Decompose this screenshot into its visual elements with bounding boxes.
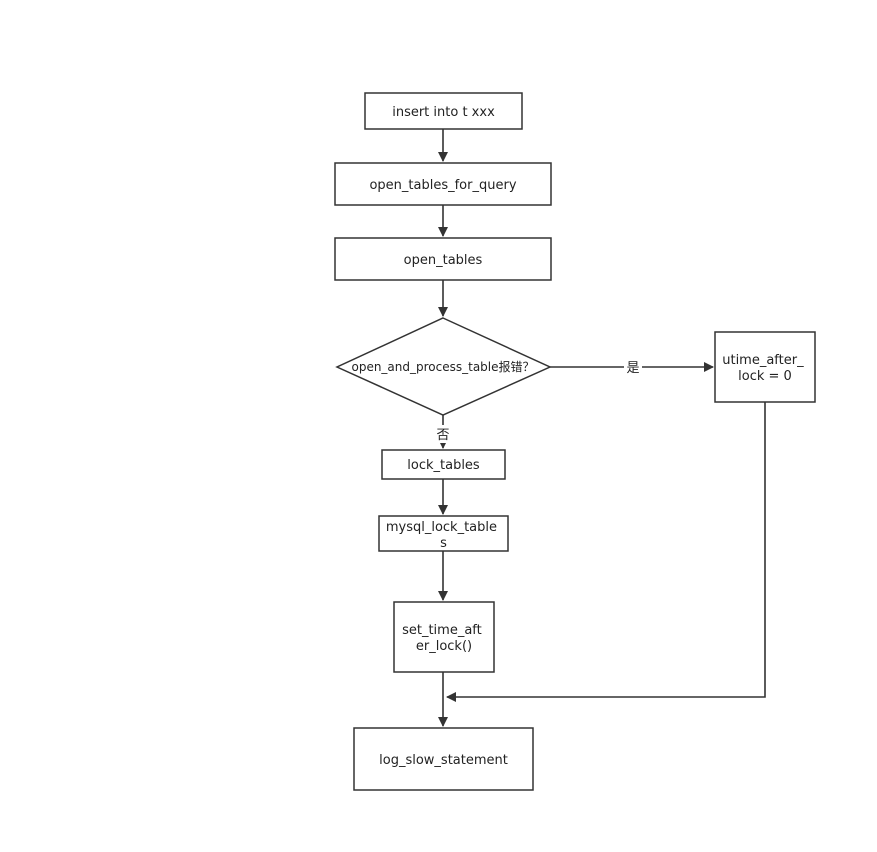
node-insert: insert into t xxx <box>364 92 523 130</box>
node-mysql-lock-tables-line-2: s <box>440 536 447 551</box>
node-open-tables-for-query-line-1: open_tables_for_query <box>369 178 516 193</box>
node-open-tables: open_tables <box>334 237 552 281</box>
node-set-time-line-2: er_lock() <box>416 639 472 654</box>
node-log-slow: log_slow_statement <box>353 727 534 791</box>
node-utime-line-2: lock = 0 <box>738 369 792 384</box>
edge-utime-to-log-slow <box>446 402 766 702</box>
node-mysql-lock-tables-label: mysql_lock_table s <box>386 520 501 551</box>
edge-label-yes: 是 <box>624 358 642 376</box>
node-mysql-lock-tables-line-1: mysql_lock_table <box>386 520 497 535</box>
node-open-tables-line-1: open_tables <box>404 253 483 268</box>
node-decision: open_and_process_table报错？ <box>335 317 552 416</box>
node-mysql-lock-tables: mysql_lock_table s <box>378 515 509 552</box>
node-decision-label: open_and_process_table报错？ <box>351 359 534 374</box>
node-lock-tables-label: lock_tables <box>407 458 480 473</box>
node-set-time-label: set_time_aft er_lock() <box>402 623 486 654</box>
node-lock-tables: lock_tables <box>381 449 506 480</box>
node-open-tables-for-query: open_tables_for_query <box>334 162 552 206</box>
node-log-slow-line-1: log_slow_statement <box>379 753 508 768</box>
edge-label-yes-text: 是 <box>626 361 639 376</box>
node-utime: utime_after_ lock = 0 <box>714 331 816 403</box>
node-set-time: set_time_aft er_lock() <box>393 601 495 673</box>
node-log-slow-label: log_slow_statement <box>379 753 508 768</box>
edge-label-no: 否 <box>435 425 453 443</box>
node-lock-tables-line-1: lock_tables <box>407 458 480 473</box>
edge-label-no-text: 否 <box>436 428 449 443</box>
node-utime-label: utime_after_ lock = 0 <box>722 353 808 384</box>
node-open-tables-label: open_tables <box>404 253 483 268</box>
node-set-time-line-1: set_time_aft <box>402 623 482 638</box>
node-utime-line-1: utime_after_ <box>722 353 804 368</box>
node-open-tables-for-query-label: open_tables_for_query <box>369 178 516 193</box>
node-insert-line-1: insert into t xxx <box>392 105 495 120</box>
node-decision-line-1: open_and_process_table报错？ <box>351 359 534 374</box>
node-insert-label: insert into t xxx <box>392 105 495 120</box>
